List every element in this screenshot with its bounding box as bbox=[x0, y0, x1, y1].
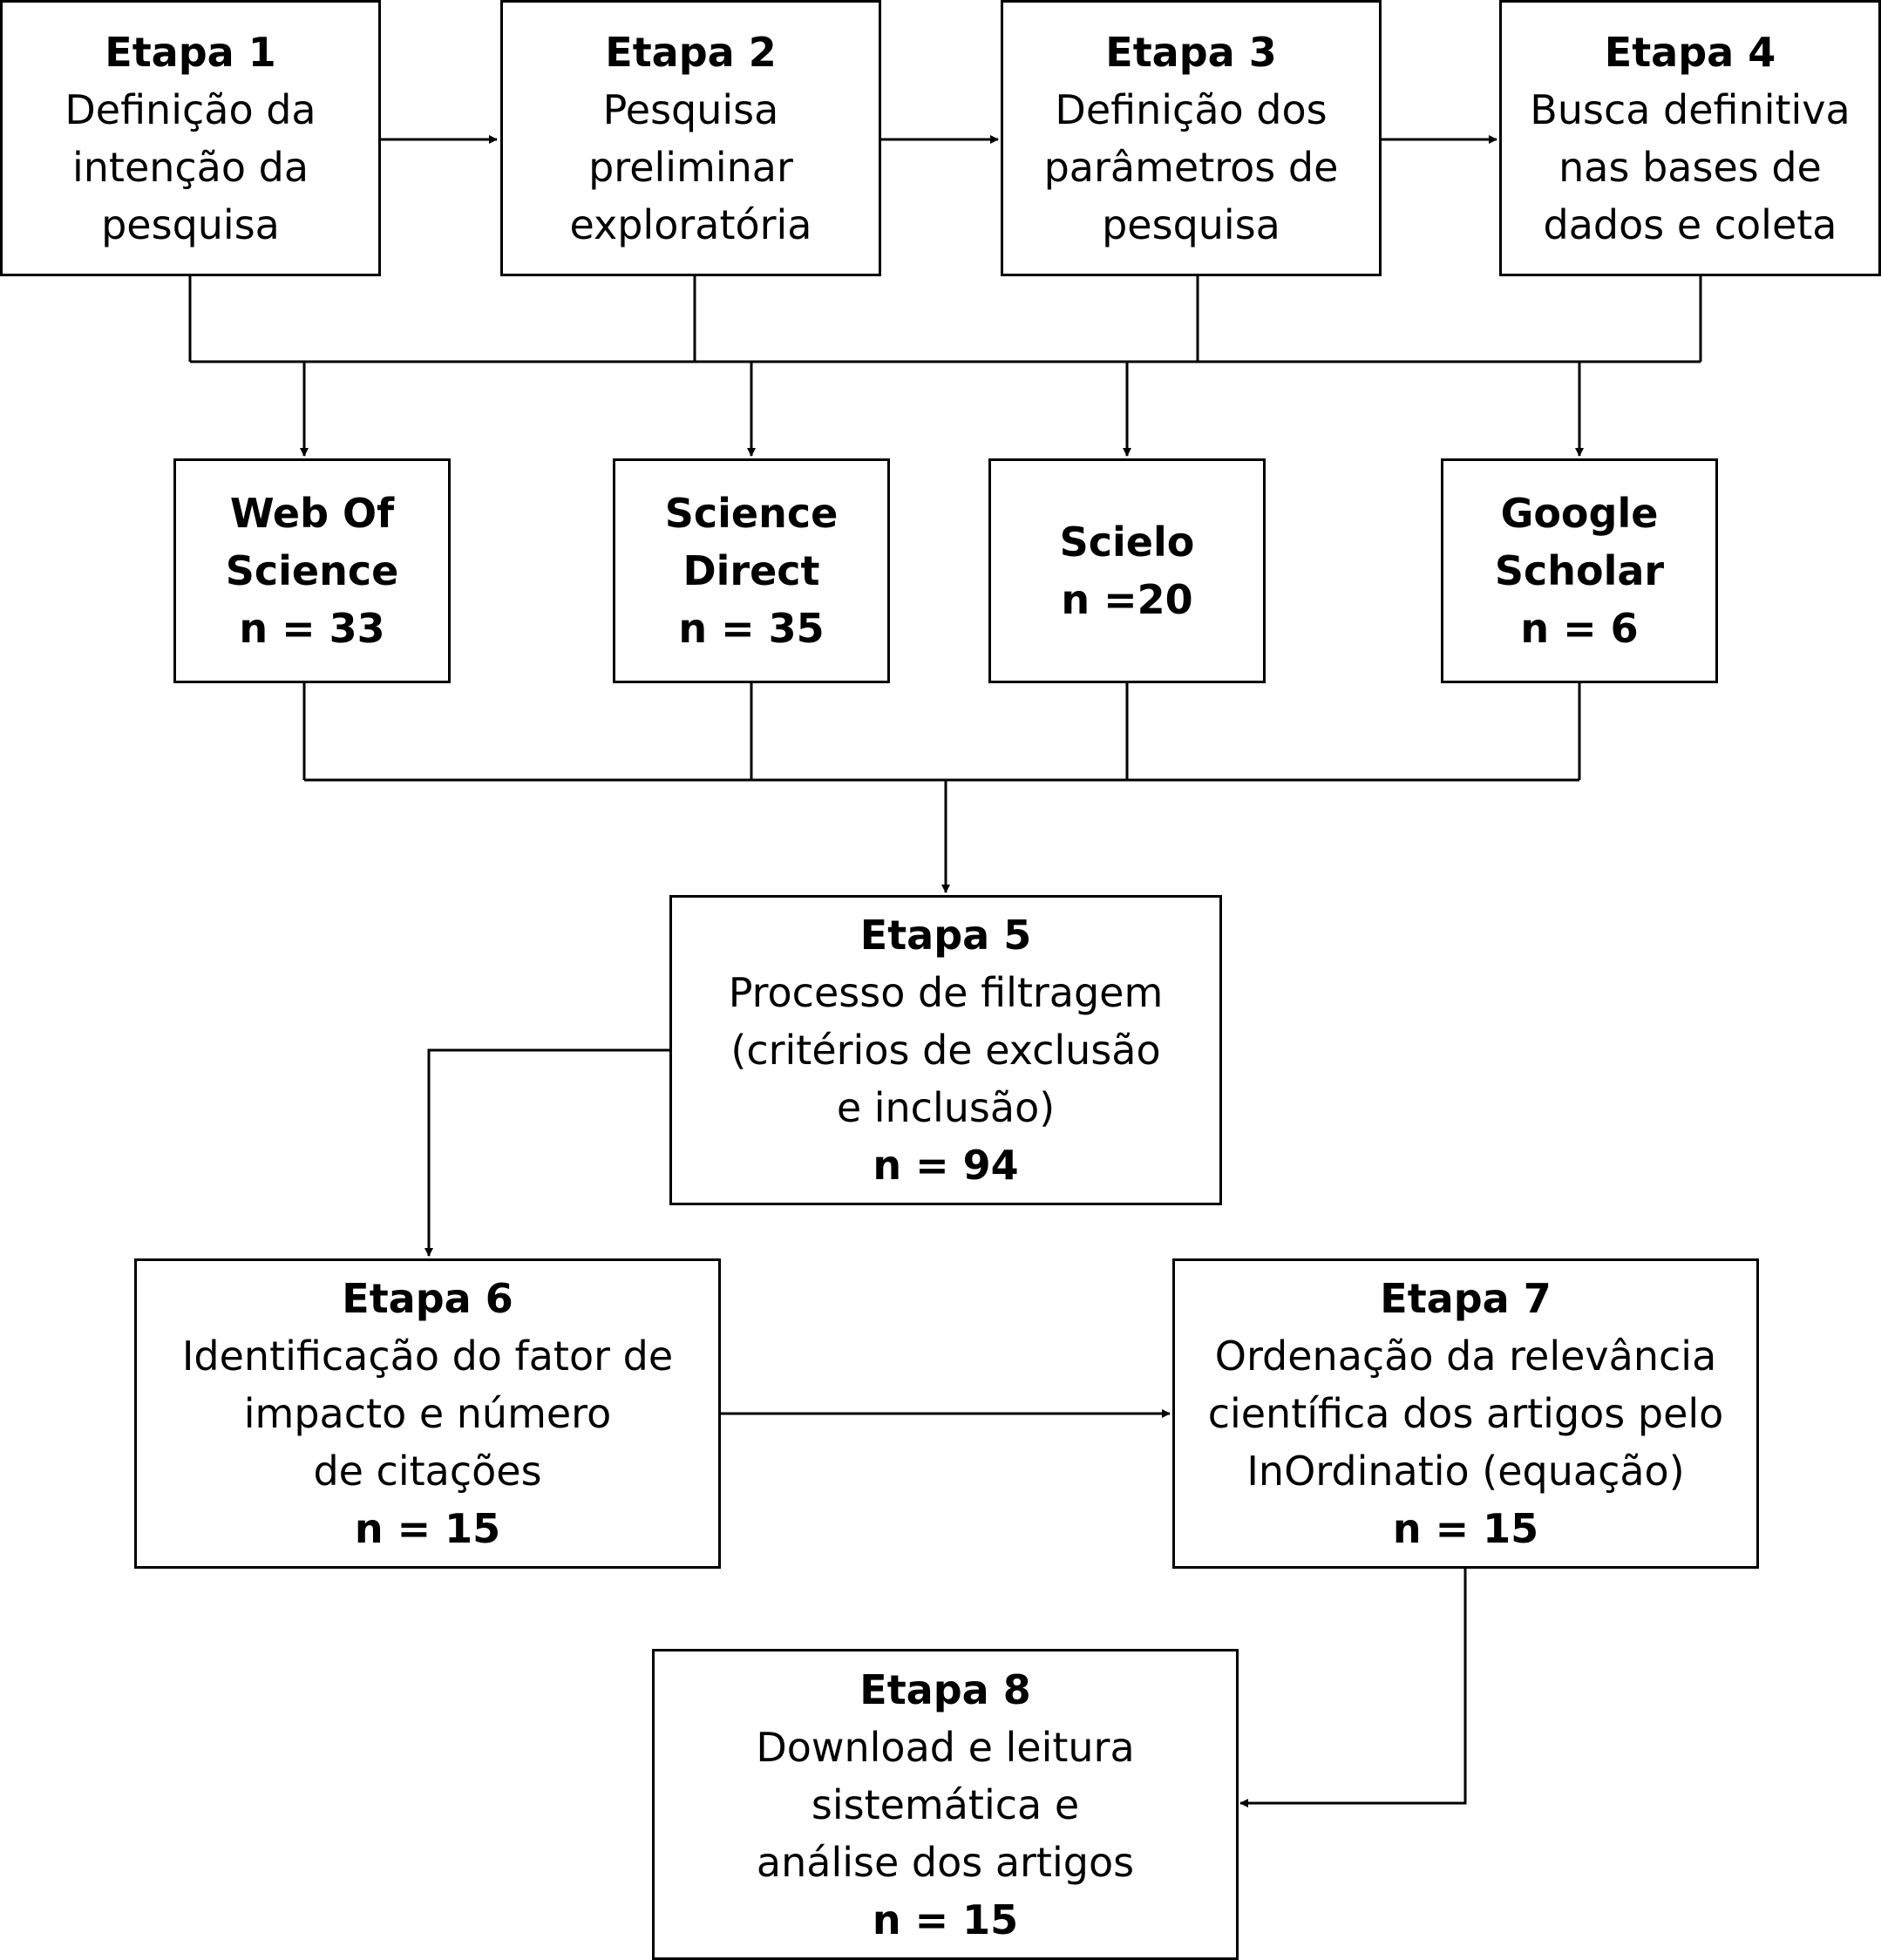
stage-4-line-1: Busca definitiva bbox=[1530, 85, 1850, 133]
stage-7-box: Etapa 7 Ordenação da relevância científi… bbox=[1172, 1258, 1759, 1569]
stage-5-box: Etapa 5 Processo de filtragem (critérios… bbox=[669, 895, 1222, 1205]
stage-8-box: Etapa 8 Download e leitura sistemática e… bbox=[652, 1649, 1239, 1960]
stage-7-line-3: InOrdinatio (equação) bbox=[1246, 1448, 1685, 1495]
stage-4-box: Etapa 4 Busca definitiva nas bases de da… bbox=[1499, 0, 1881, 276]
stage-8-line-3: análise dos artigos bbox=[756, 1838, 1135, 1886]
stage-6-line-1: Identificação do fator de bbox=[181, 1333, 674, 1380]
stage-7-count: n = 15 bbox=[1392, 1505, 1539, 1552]
database-scielo-box: Scielo n =20 bbox=[988, 458, 1266, 683]
stage-3-line-3: pesquisa bbox=[1102, 200, 1280, 248]
stage-8-title: Etapa 8 bbox=[859, 1665, 1031, 1713]
arrow-s5-s6 bbox=[424, 1048, 669, 1257]
database-gs-line-1: Google bbox=[1500, 490, 1659, 537]
stage-6-title: Etapa 6 bbox=[342, 1275, 513, 1322]
database-science-direct-box: Science Direct n = 35 bbox=[613, 458, 890, 683]
stage-5-title: Etapa 5 bbox=[859, 912, 1032, 959]
stage-5-line-2: (critérios de exclusão bbox=[730, 1027, 1161, 1074]
stage-6-line-2: impacto e número bbox=[243, 1390, 612, 1437]
database-wos-line-1: Web Of bbox=[229, 490, 395, 537]
stage-8-count: n = 15 bbox=[872, 1896, 1019, 1943]
database-wos-count: n = 33 bbox=[239, 605, 385, 652]
stage-5-line-3: e inclusão) bbox=[836, 1084, 1056, 1131]
stage-3-line-2: parâmetros de bbox=[1043, 143, 1339, 191]
stage-1-line-2: intenção da bbox=[71, 143, 309, 191]
stage-2-title: Etapa 2 bbox=[605, 28, 777, 76]
stage-6-count: n = 15 bbox=[354, 1505, 501, 1552]
stage-2-line-3: exploratória bbox=[569, 200, 812, 248]
stage-1-title: Etapa 1 bbox=[105, 28, 276, 76]
stage-7-line-1: Ordenação da relevância bbox=[1214, 1333, 1717, 1380]
arrow-s7-s8 bbox=[1239, 1569, 1467, 1807]
stage-1-line-1: Definição da bbox=[65, 85, 316, 133]
stage-8-line-1: Download e leitura bbox=[756, 1723, 1135, 1771]
stage-4-line-3: dados e coleta bbox=[1543, 200, 1837, 248]
database-sd-line-1: Science bbox=[664, 490, 839, 537]
stage-1-line-3: pesquisa bbox=[101, 200, 280, 248]
stage-3-box: Etapa 3 Definição dos parâmetros de pesq… bbox=[1001, 0, 1382, 276]
database-gs-line-2: Scholar bbox=[1494, 547, 1665, 594]
stage-3-title: Etapa 3 bbox=[1105, 28, 1277, 76]
stage-2-line-2: preliminar bbox=[588, 143, 793, 191]
stage-2-box: Etapa 2 Pesquisa preliminar exploratória bbox=[500, 0, 881, 276]
stage-5-line-1: Processo de filtragem bbox=[728, 969, 1164, 1016]
stage-4-line-2: nas bases de bbox=[1558, 143, 1822, 191]
database-scielo-line-1: Scielo bbox=[1059, 519, 1195, 566]
database-gs-count: n = 6 bbox=[1520, 605, 1639, 652]
stage-1-box: Etapa 1 Definição da intenção da pesquis… bbox=[0, 0, 381, 276]
stage-7-line-2: científica dos artigos pelo bbox=[1207, 1390, 1724, 1437]
database-wos-line-2: Science bbox=[225, 547, 399, 594]
database-sd-count: n = 35 bbox=[678, 605, 825, 652]
stage-6-line-3: de citações bbox=[313, 1448, 542, 1495]
stage-2-line-1: Pesquisa bbox=[602, 85, 779, 133]
stage-8-line-2: sistemática e bbox=[811, 1780, 1080, 1828]
stage-3-line-1: Definição dos bbox=[1055, 85, 1328, 133]
stage-4-title: Etapa 4 bbox=[1604, 28, 1776, 76]
stage-6-box: Etapa 6 Identificação do fator de impact… bbox=[134, 1258, 721, 1569]
database-sd-line-2: Direct bbox=[682, 547, 820, 594]
database-google-scholar-box: Google Scholar n = 6 bbox=[1441, 458, 1718, 683]
stage-7-title: Etapa 7 bbox=[1380, 1275, 1552, 1322]
database-scielo-count: n =20 bbox=[1061, 576, 1193, 623]
stage-5-count: n = 94 bbox=[873, 1142, 1019, 1189]
database-web-of-science-box: Web Of Science n = 33 bbox=[173, 458, 451, 683]
